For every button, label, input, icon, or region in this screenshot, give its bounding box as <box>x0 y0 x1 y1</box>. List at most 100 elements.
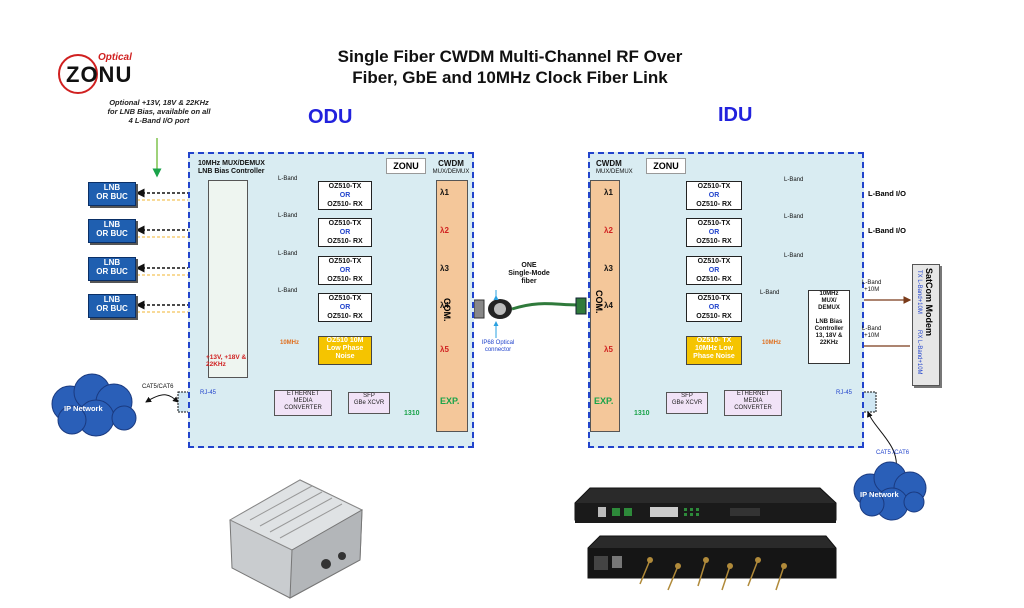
oz-or: OR <box>339 304 351 311</box>
oz-rx: OZ510- RX <box>696 238 732 245</box>
odu-cat-link <box>145 394 179 403</box>
odu-rj45-label: RJ-45 <box>200 390 217 396</box>
zonu-logo: Optical ZONU <box>58 52 158 94</box>
idu-1310-label: 1310 <box>634 410 650 417</box>
lnb-line: OR BUC <box>96 229 128 238</box>
yb-line: OZ510 10M <box>326 337 364 344</box>
odu-ip-network-label: IP Network <box>64 404 103 413</box>
oz-rx: OZ510- RX <box>327 201 363 208</box>
oz-or: OR <box>339 229 351 236</box>
modem-rx-label: RX L-Band+10M <box>916 330 922 375</box>
connector-line: connector <box>484 347 512 353</box>
idu-cat-label: CAT5 /CAT6 <box>876 450 910 456</box>
odu-mux-title: 10MHz MUX/DEMUX LNB Bias Controller <box>198 160 265 176</box>
oz-tx: OZ510-TX <box>328 183 362 190</box>
eth-line: ETHERNET <box>286 391 320 397</box>
odu-lambda-1: λ1 <box>440 188 449 197</box>
oz-tx: OZ510-TX <box>697 220 731 227</box>
note-line: for LNB Bias, available on all <box>107 107 211 116</box>
sfp-line: SFP <box>363 393 375 399</box>
note-line: Optional +13V, 18V & 22KHz <box>109 98 209 107</box>
odu-band-label-3: L-Band <box>278 251 298 257</box>
oz-rx: OZ510- RX <box>696 313 732 320</box>
cwdm-title: CWDM <box>596 159 622 168</box>
odu-band-label-1: L-Band <box>278 176 298 182</box>
yb-line: Noise <box>335 353 355 360</box>
lnb-line: LNB <box>103 183 121 192</box>
oz-or: OR <box>339 192 351 199</box>
odu-cwdm-box <box>436 180 468 432</box>
idu-label: IDU <box>718 104 753 126</box>
modem-tx-label: TX L-Band+10M <box>916 270 922 314</box>
idu-ip-network-label: IP Network <box>860 490 899 499</box>
lnb-line: LNB <box>103 220 121 229</box>
idu-com-label: COM. <box>594 290 604 314</box>
oz-tx: OZ510-TX <box>697 295 731 302</box>
lnb-line: OR BUC <box>96 267 128 276</box>
oz-rx: OZ510- RX <box>327 313 363 320</box>
oz-rx: OZ510- RX <box>327 238 363 245</box>
odu-mux-demux-box <box>208 180 248 378</box>
idu-rack-photo-back <box>587 535 837 591</box>
odu-com-label: COM. <box>442 298 452 322</box>
eth-line: ETHERNET <box>736 391 770 397</box>
eth-line: MEDIA <box>743 398 763 404</box>
mux-line: 22KHz <box>819 340 839 346</box>
odu-lambda-3: λ3 <box>440 264 449 273</box>
lnb-bias-note: Optional +13V, 18V & 22KHz for LNB Bias,… <box>94 98 224 125</box>
oz-or: OR <box>339 267 351 274</box>
oz-tx: OZ510-TX <box>328 295 362 302</box>
mux-line: DEMUX <box>818 305 840 311</box>
odu-1310-label: 1310 <box>404 410 420 417</box>
idu-lambda-2: λ2 <box>604 226 613 235</box>
mux-title-line: 10MHz MUX/DEMUX <box>198 160 265 167</box>
band-line: +10M <box>864 333 880 339</box>
odu-bias-note: +13V, +18V & 22KHz <box>206 354 266 368</box>
odu-lambda-5: λ5 <box>440 345 449 354</box>
odu-cat-label: CAT5/CAT6 <box>142 384 174 390</box>
note-line: 4 L-Band I/O port <box>128 116 190 125</box>
odu-exp-label: EXP. <box>440 396 460 406</box>
fiber-label: ONE Single-Mode fiber <box>506 262 552 286</box>
oz-tx: OZ510-TX <box>328 258 362 265</box>
odu-lambda-2: λ2 <box>440 226 449 235</box>
oz-tx: OZ510-TX <box>697 183 731 190</box>
sfp-line: GBe XCVR <box>353 400 385 406</box>
eth-line: CONVERTER <box>284 405 322 411</box>
odu-transceiver-4: OZ510-TX OR OZ510- RX <box>318 293 372 322</box>
oz-or: OR <box>708 229 720 236</box>
mux-line <box>809 312 849 319</box>
idu-rack-photo-front <box>574 487 837 523</box>
band-line: +10M <box>864 287 880 293</box>
idu-mux-demux-box: 10MHz MUX/ DEMUX LNB Bias Controller 13,… <box>808 290 850 364</box>
logo-brand: ZONU <box>66 62 133 87</box>
satcom-modem <box>912 264 940 386</box>
cwdm-subtitle: MUX/DEMUX <box>596 169 633 175</box>
oz-rx: OZ510- RX <box>696 201 732 208</box>
fiber-line: fiber <box>521 278 537 285</box>
oz-or: OR <box>708 192 720 199</box>
idu-band-label-4: L-Band <box>760 290 780 296</box>
oz-or: OR <box>708 267 720 274</box>
eth-line: MEDIA <box>293 398 313 404</box>
idu-rj45-label: RJ-45 <box>836 390 853 396</box>
bias-line: +13V, +18V & <box>206 354 247 361</box>
idu-lambda-1: λ1 <box>604 188 613 197</box>
idu-cloud <box>853 461 927 521</box>
idu-band-label-2: L-Band <box>784 214 804 220</box>
idu-io-label-2: L-Band I/O <box>868 226 906 235</box>
idu-cwdm-box <box>590 180 620 432</box>
fiber-connector-label: IP68 Optical connector <box>476 340 520 354</box>
fiber-line: Single-Mode <box>508 270 550 277</box>
idu-lambda-4: λ4 <box>604 301 613 310</box>
logo-optical: Optical <box>98 52 132 63</box>
